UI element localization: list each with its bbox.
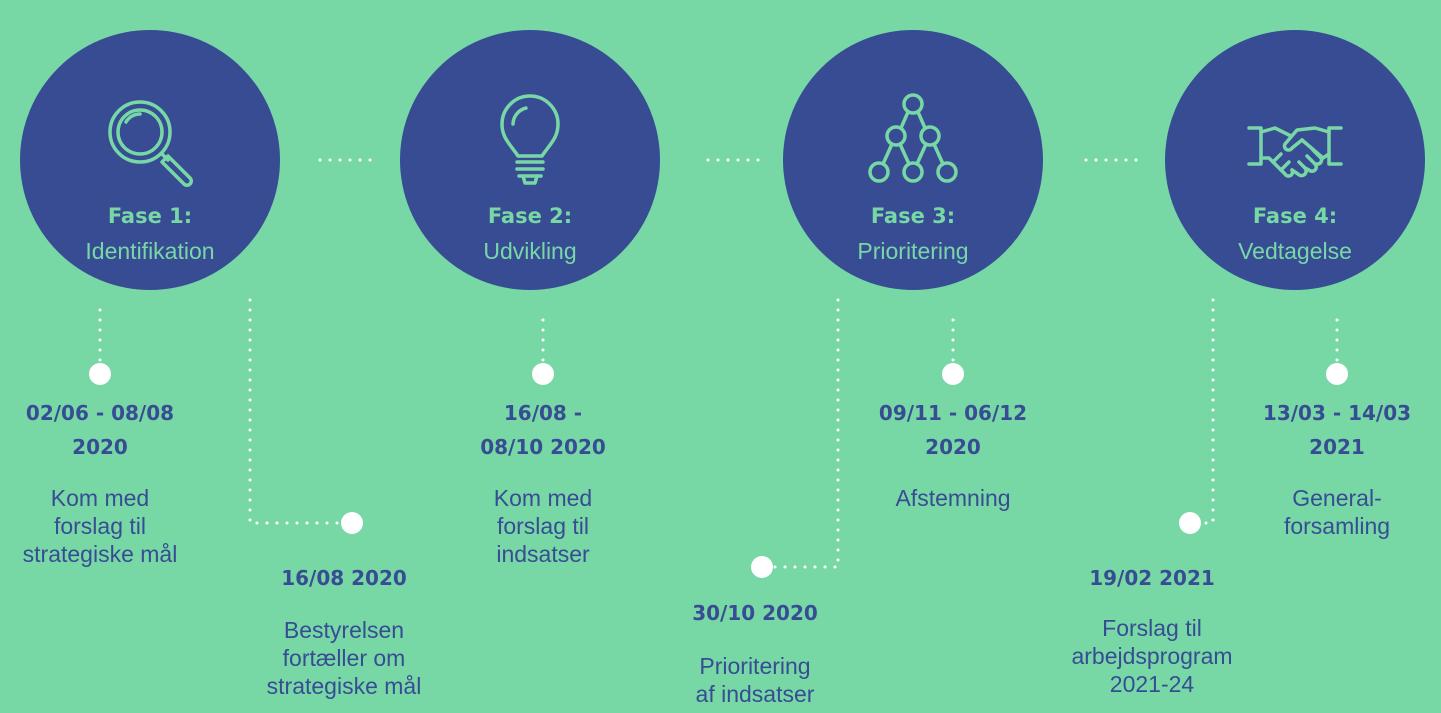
milestone-3-desc-line: indsatser (496, 541, 590, 567)
milestone-dot-6 (1179, 512, 1201, 534)
stem-m4 (770, 298, 840, 569)
milestone-3-date-line: 16/08 - (503, 401, 583, 425)
milestone-6-desc: Forslag til arbejdsprogram 2021-24 (1052, 614, 1252, 698)
phase-4-name: Vedtagelse (1238, 238, 1352, 264)
milestone-6-desc-line: Forslag til (1102, 615, 1202, 641)
milestone-7-date-line: 2021 (1309, 435, 1365, 459)
milestone-3-date: 16/08 - 08/10 2020 (443, 396, 643, 464)
milestone-dot-5 (942, 363, 964, 385)
lightbulb-icon (500, 94, 560, 185)
handshake-icon (1247, 126, 1343, 178)
phase-3-title: Fase 3: (870, 204, 956, 228)
milestone-5-date-line: 2020 (925, 435, 981, 459)
milestone-dot-3 (532, 363, 554, 385)
phase-1-name: Identifikation (85, 238, 215, 264)
phase-1-circle: Fase 1: Identifikation (20, 30, 280, 290)
milestone-1-desc-line: strategiske mål (22, 541, 178, 567)
milestone-1-desc-line: Kom med (50, 485, 150, 511)
milestone-1-date: 02/06 - 08/08 2020 (0, 396, 200, 464)
phase-4-title: Fase 4: (1252, 204, 1338, 228)
milestone-2-desc: Bestyrelsen fortæller om strategiske mål (244, 616, 444, 700)
hierarchy-icon (868, 93, 958, 183)
milestone-3-desc-line: Kom med (493, 485, 593, 511)
milestone-2-date: 16/08 2020 (244, 561, 444, 595)
phase-2-name: Udvikling (483, 238, 577, 264)
phase-2-circle: Fase 2: Udvikling (400, 30, 660, 290)
milestone-1-desc: Kom med forslag til strategiske mål (0, 484, 200, 568)
milestone-3-date-line: 08/10 2020 (480, 435, 606, 459)
milestone-2-desc-line: Bestyrelsen (283, 617, 405, 643)
milestone-4-desc-line: af indsatser (695, 681, 815, 707)
milestone-1-date-line: 02/06 - 08/08 (25, 401, 175, 425)
milestone-6-desc-line: arbejdsprogram (1071, 643, 1233, 669)
milestone-7-desc-line: General- (1292, 485, 1382, 511)
milestone-2-date-line: 16/08 2020 (281, 566, 407, 590)
milestone-5-date: 09/11 - 06/12 2020 (853, 396, 1053, 464)
milestone-4-date: 30/10 2020 (655, 596, 855, 630)
phase-1-title: Fase 1: (107, 204, 193, 228)
milestone-7-date-line: 13/03 - 14/03 (1262, 401, 1412, 425)
milestone-2-desc-line: fortæller om (282, 645, 406, 671)
phase-2-title: Fase 2: (487, 204, 573, 228)
milestone-3-desc: Kom med forslag til indsatser (443, 484, 643, 568)
phase-3-name: Prioritering (857, 238, 969, 264)
milestone-7-desc-line: forsamling (1283, 513, 1391, 539)
milestone-dot-4 (751, 556, 773, 578)
stem-m6 (1198, 298, 1215, 525)
milestone-4-desc-line: Prioritering (699, 653, 811, 679)
milestone-4-date-line: 30/10 2020 (692, 601, 818, 625)
milestone-1-desc-line: forslag til (53, 513, 147, 539)
milestone-3-desc-line: forslag til (496, 513, 590, 539)
milestone-dot-1 (89, 363, 111, 385)
milestone-6-date-line: 19/02 2021 (1089, 566, 1215, 590)
milestone-6-desc-line: 2021-24 (1109, 671, 1195, 697)
stem-m2 (248, 298, 347, 525)
magnifier-icon (108, 100, 193, 187)
phase-3-circle: Fase 3: Prioritering (783, 30, 1043, 290)
milestone-7-date: 13/03 - 14/03 2021 (1237, 396, 1437, 464)
milestone-1-date-line: 2020 (72, 435, 128, 459)
phase-4-circle: Fase 4: Vedtagelse (1165, 30, 1425, 290)
milestone-dot-2 (341, 512, 363, 534)
milestone-4-desc: Prioritering af indsatser (655, 652, 855, 708)
milestone-5-desc-line: Afstemning (895, 485, 1011, 511)
milestone-dot-7 (1326, 363, 1348, 385)
milestone-5-date-line: 09/11 - 06/12 (878, 401, 1028, 425)
milestone-2-desc-line: strategiske mål (266, 673, 422, 699)
milestone-6-date: 19/02 2021 (1052, 561, 1252, 595)
milestone-7-desc: General- forsamling (1237, 484, 1437, 540)
milestone-5-desc: Afstemning (853, 484, 1053, 512)
